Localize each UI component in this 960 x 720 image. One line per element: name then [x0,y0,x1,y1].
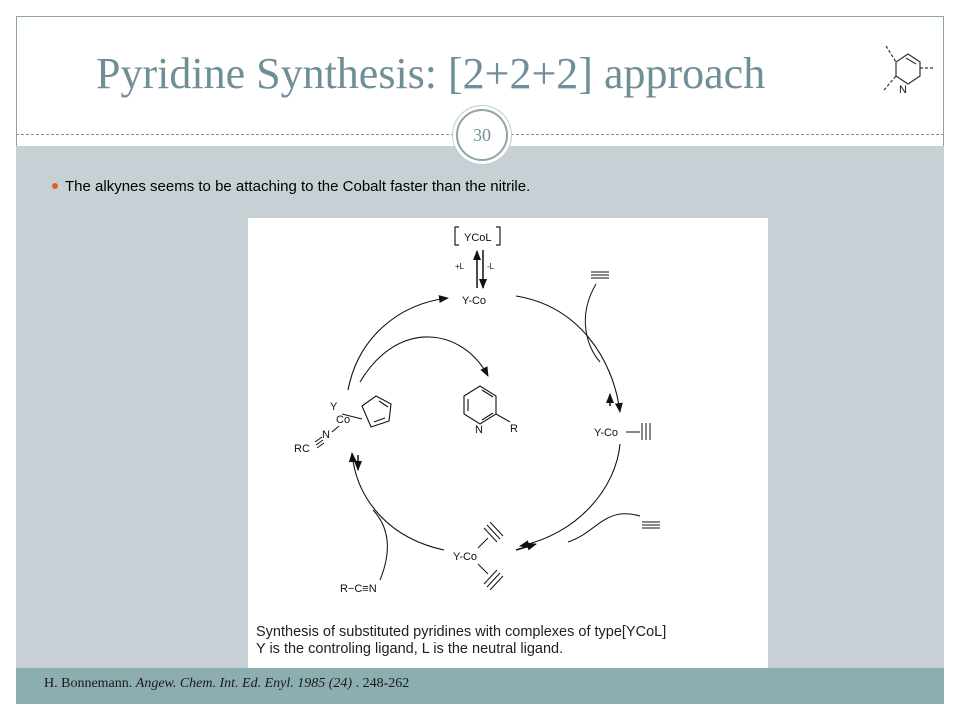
page-number: 30 [473,124,491,145]
alkyne-2-incoming-arrow [567,513,641,543]
equilibrium-arrow-bottom-1 [515,542,537,551]
bottom-complex-alkynes-icon [477,521,504,591]
precursor-label: YCoL [464,232,492,244]
pyridine-product-icon [463,385,511,425]
bullet-text: The alkynes seems to be attaching to the… [65,178,531,195]
nitrile-label: R−C≡N [340,583,377,595]
citation: H. Bonnemann. Angew. Chem. Int. Ed. Enyl… [44,676,409,692]
alkyne-2-icon [642,521,660,529]
plus-L-label: +L [455,262,465,271]
bullet-dot-icon [52,183,58,189]
coordinated-nitrile-bond-icon [314,425,340,449]
citation-author: H. Bonnemann. [44,676,133,691]
slide-title: Pyridine Synthesis: [2+2+2] approach [96,49,766,98]
citation-pages: . 248-262 [355,676,410,691]
svg-text:N: N [899,84,907,96]
alkyne-1-incoming-arrow [584,283,601,363]
catalytic-cycle-diagram: YCoL +L -L Y-Co Y-Co Y-Co R−C≡N [248,218,768,668]
pyridine-ring-icon: N [883,45,934,96]
product-release-arrow [359,336,489,383]
top-complex-label: Y-Co [462,295,486,307]
cobaltacycle-Co: Co [336,414,350,426]
cycle-arc-lower-right [519,443,621,549]
citation-year: 1985 (24) [297,676,353,691]
cobaltacycle-RC: RC [294,443,310,455]
caption-line-1: Synthesis of substituted pyridines with … [256,624,667,640]
cobaltacycle-N: N [322,429,330,441]
cycle-arc-left [347,295,449,391]
bottom-complex-label: Y-Co [453,551,477,563]
pyridine-N: N [475,424,483,436]
scheme-caption: Synthesis of substituted pyridines with … [256,624,666,658]
cobaltacycle-Y: Y [330,401,338,413]
precursor-bracket-left [454,226,501,246]
minus-L-label: -L [487,262,495,271]
caption-line-2: Y is the controling ligand, L is the neu… [256,641,564,657]
page-number-badge: 30 [456,109,508,161]
footer-bar: H. Bonnemann. Angew. Chem. Int. Ed. Enyl… [16,668,944,704]
nitrile-incoming-arrow [372,509,388,581]
citation-journal: Angew. Chem. Int. Ed. Enyl. [135,676,294,691]
bullet-item: The alkynes seems to be attaching to the… [52,178,530,195]
cycle-arc-lower-left [348,452,445,551]
alkyne-1-icon [591,271,609,279]
cobaltacycle-icon [341,395,392,428]
right-complex-alkyne-icon [626,423,651,440]
right-complex-label: Y-Co [594,427,618,439]
pyridine-R: R [510,423,518,435]
cycle-arc-right [515,295,623,413]
